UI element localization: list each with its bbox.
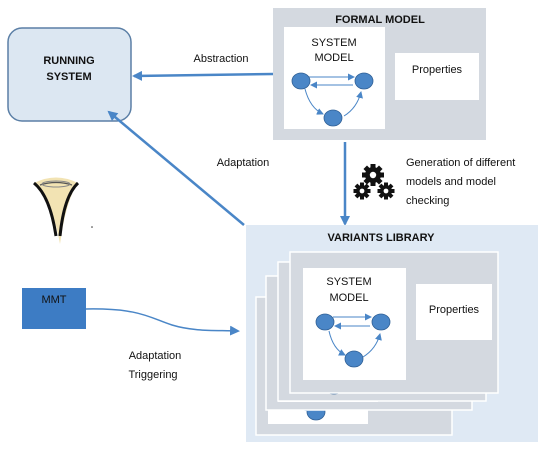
model-edge (304, 88, 324, 115)
running-system-box: RUNNING SYSTEM (7, 27, 132, 122)
variants-library-box: VARIANTS LIBRARY SYSTEM MODEL (246, 225, 538, 442)
model-edge (362, 333, 382, 358)
generation-label-line1: Generation of different (406, 157, 515, 169)
model-node (354, 72, 374, 90)
variant-system-model-line2: MODEL (329, 292, 368, 304)
model-node (315, 313, 335, 331)
running-system-label-line2: SYSTEM (46, 71, 91, 83)
variants-library-title: VARIANTS LIBRARY (328, 232, 436, 244)
abstraction-arrow (132, 70, 274, 81)
formal-system-model-line2: MODEL (314, 52, 353, 64)
abstraction-label: Abstraction (193, 53, 248, 65)
running-system-label-line1: RUNNING (43, 55, 94, 67)
model-node (344, 350, 364, 368)
model-node (371, 313, 391, 331)
mmt-label: MMT (41, 294, 66, 306)
variant-properties-panel: Properties (416, 284, 492, 340)
triggering-arrow (85, 308, 240, 336)
adaptation-label: Adaptation (217, 157, 270, 169)
model-node (291, 72, 311, 90)
generation-label-line2: models and model (406, 176, 496, 188)
variant-card-front: SYSTEM MODEL Properties (289, 251, 499, 394)
model-edge (328, 330, 346, 356)
eye-icon (32, 177, 93, 244)
formal-properties-label: Properties (412, 64, 463, 76)
variant-properties-label: Properties (429, 304, 480, 316)
model-edge (343, 91, 363, 117)
adaptation-arrow (107, 110, 245, 226)
gears-icon (353, 164, 395, 200)
formal-model-box: FORMAL MODEL SYSTEM MODEL Properties (273, 8, 486, 140)
model-node (323, 109, 343, 127)
variant-system-model-panel: SYSTEM MODEL (303, 268, 406, 380)
triggering-label-line2: Triggering (128, 369, 177, 381)
triggering-label-line1: Adaptation (129, 350, 182, 362)
formal-system-model-line1: SYSTEM (311, 37, 356, 49)
generation-label-line3: checking (406, 195, 449, 207)
formal-properties-panel: Properties (395, 53, 479, 100)
formal-system-model-panel: SYSTEM MODEL (284, 27, 385, 129)
variant-system-model-line1: SYSTEM (326, 276, 371, 288)
formal-model-title: FORMAL MODEL (335, 14, 425, 26)
mmt-box: MMT (22, 288, 86, 329)
